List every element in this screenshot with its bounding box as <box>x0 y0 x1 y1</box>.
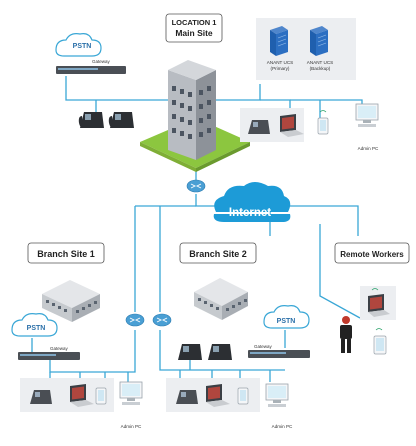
pstn-cloud-branch-1: PSTN <box>11 313 58 337</box>
svg-text:Branch Site 2: Branch Site 2 <box>189 249 247 259</box>
svg-text:Admin PC: Admin PC <box>358 146 379 151</box>
svg-text:Gateway: Gateway <box>92 59 111 64</box>
gateway-main: Gateway <box>56 59 126 74</box>
svg-text:ANANT UCS: ANANT UCS <box>267 60 293 65</box>
svg-text:Branch Site 1: Branch Site 1 <box>37 249 95 259</box>
laptop-branch-1 <box>70 384 94 407</box>
svg-text:Admin PC: Admin PC <box>121 424 142 429</box>
ip-phone-main-2 <box>248 120 270 134</box>
main-phone-laptop-panel <box>240 108 304 142</box>
ip-phone-branch-1 <box>30 390 52 404</box>
ip-phone-branch-2 <box>176 390 198 404</box>
ip-phones-main <box>78 112 134 128</box>
svg-text:Admin PC: Admin PC <box>272 424 293 429</box>
branch-2-building <box>194 278 248 320</box>
svg-text:Internet: Internet <box>229 207 271 219</box>
tablet-branch-1 <box>95 387 107 405</box>
ip-phones-branch-2 <box>178 344 232 360</box>
svg-text:Gateway: Gateway <box>50 346 69 351</box>
svg-text:ANANT UCS: ANANT UCS <box>307 60 333 65</box>
svg-text:Remote Workers: Remote Workers <box>340 250 404 259</box>
internet-cloud: Internet <box>213 182 291 222</box>
svg-text:(Backkup): (Backkup) <box>310 66 331 71</box>
branch-site-2-label: Branch Site 2 <box>179 242 257 264</box>
ucs-primary-server: ANANT UCS (Primary) <box>267 26 293 71</box>
pstn-cloud-main: PSTN <box>55 33 102 57</box>
admin-pc-branch-1: Admin PC <box>119 381 143 429</box>
ucs-backup-server: ANANT UCS (Backkup) <box>307 26 333 71</box>
gateway-branch-1: Gateway <box>18 346 80 360</box>
pstn-cloud-branch-2: PSTN <box>263 305 310 329</box>
remote-device-panel <box>360 286 396 320</box>
svg-text:PSTN: PSTN <box>277 318 296 325</box>
remote-worker-person <box>340 316 352 353</box>
svg-text:Gateway: Gateway <box>254 344 273 349</box>
router-branch-2 <box>152 313 172 327</box>
laptop-branch-2 <box>206 384 230 407</box>
tablet-branch-2 <box>237 387 249 405</box>
laptop-remote <box>368 294 390 317</box>
ucs-servers-panel: ANANT UCS (Primary) ANANT UCS (Backkup) <box>256 18 356 80</box>
svg-text:Main Site: Main Site <box>175 28 213 38</box>
admin-pc-main: Admin PC <box>355 103 379 151</box>
branch-site-1-label: Branch Site 1 <box>27 242 105 264</box>
svg-text:PSTN: PSTN <box>27 325 46 332</box>
svg-text:(Primary): (Primary) <box>271 66 290 71</box>
router-branch-1 <box>125 313 145 327</box>
svg-text:LOCATION 1: LOCATION 1 <box>172 18 217 27</box>
tablet-main <box>317 110 329 135</box>
branch-1-building <box>42 280 100 322</box>
svg-text:PSTN: PSTN <box>73 43 92 50</box>
laptop-main <box>280 114 304 137</box>
tablet-remote <box>373 328 387 355</box>
branch-2-device-panel <box>166 378 260 412</box>
router-main <box>186 179 206 193</box>
admin-pc-branch-2: Admin PC <box>265 383 293 429</box>
main-site-building <box>140 60 250 172</box>
remote-workers-label: Remote Workers <box>334 242 410 264</box>
main-site-label: LOCATION 1 Main Site <box>165 13 223 43</box>
branch-1-device-panel <box>20 378 114 412</box>
gateway-branch-2: Gateway <box>248 344 310 358</box>
